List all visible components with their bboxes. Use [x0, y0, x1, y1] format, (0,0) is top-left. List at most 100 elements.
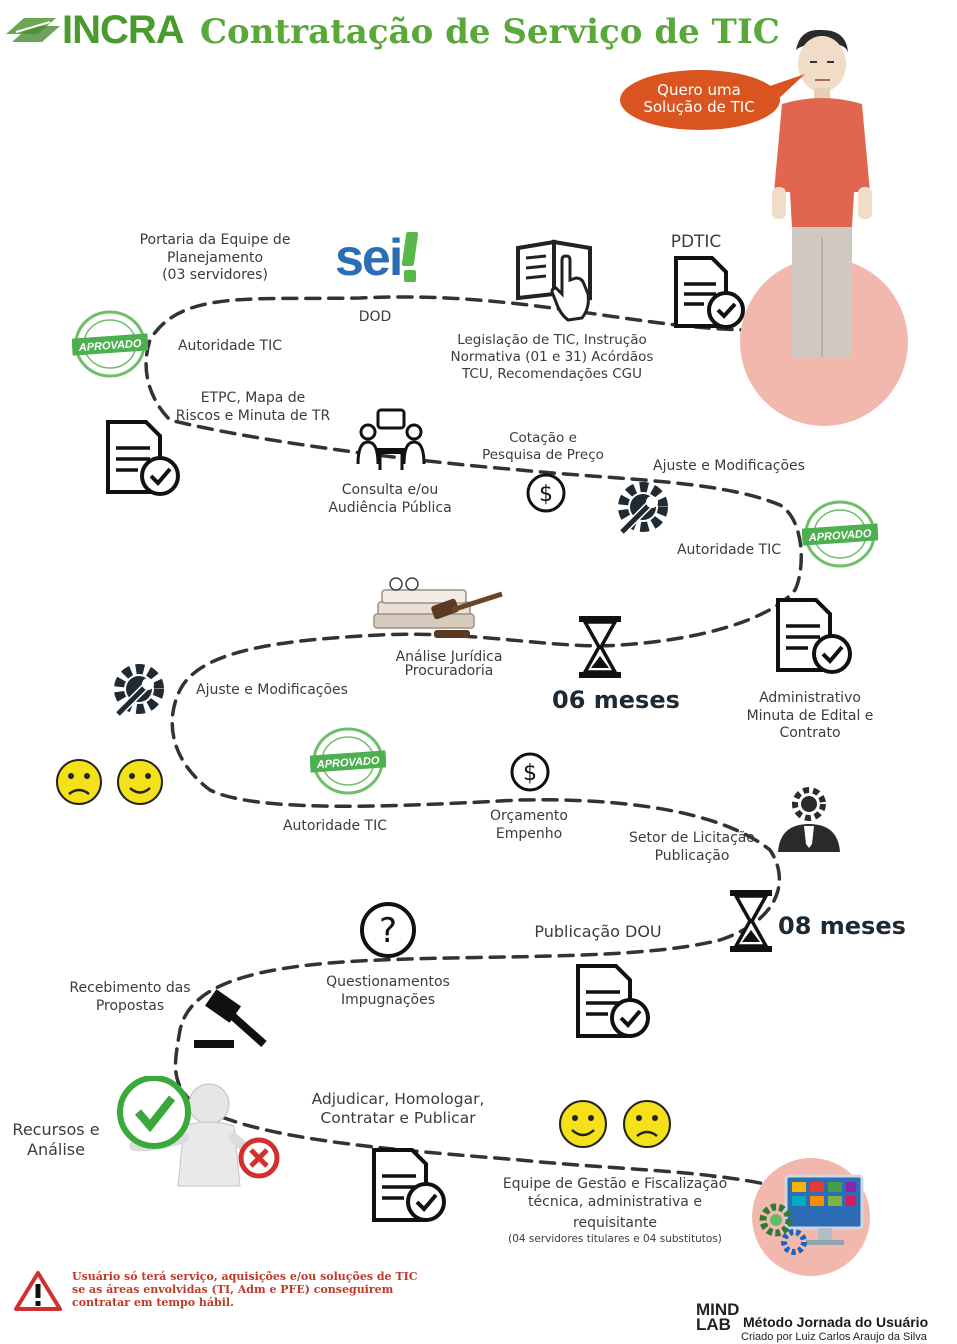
sei-logo: sei — [335, 229, 403, 287]
speech-text: Quero uma Solução de TIC — [632, 82, 766, 116]
legislacao-line-2: Normativa (01 e 31) Acórdãos — [450, 348, 654, 365]
equipe-line-3: requisitante — [573, 1215, 657, 1231]
equipe-note: (04 servidores titulares e 04 substituto… — [508, 1232, 722, 1245]
recebimento-line-1: Recebimento das — [69, 980, 191, 996]
manager-gear-icon — [778, 787, 840, 852]
label-publicacao-dou: Publicação DOU — [534, 922, 662, 941]
label-analise: Análise Jurídica Procuradoria — [378, 650, 520, 678]
dollar-icon: $ — [526, 473, 566, 513]
questionamentos-line-2: Impugnações — [340, 991, 436, 1008]
document-check-icon — [372, 1148, 446, 1222]
document-check-icon — [576, 964, 650, 1038]
portaria-line-3: (03 servidores) — [162, 267, 268, 283]
logo-text: INCRA — [62, 8, 185, 52]
question-icon: ? — [360, 902, 416, 958]
svg-text:$: $ — [539, 482, 553, 507]
credit-text: Criado por Luiz Carlos Araujo da Silva — [741, 1331, 927, 1343]
gavel-icon — [194, 989, 267, 1048]
incra-logo-icon — [6, 18, 60, 42]
smiley-sad-icon — [56, 759, 102, 805]
label-recursos: Recursos e Análise — [0, 1120, 112, 1160]
label-legislacao: Legislação de TIC, Instrução Normativa (… — [438, 332, 666, 383]
approved-stamp-icon: APROVADO — [802, 500, 878, 568]
consulta-line-1: Consulta e/ou — [341, 482, 439, 498]
sei-exclamation-dot — [404, 270, 416, 282]
computer-gear-icon — [759, 1174, 864, 1255]
label-dod: DOD — [358, 309, 392, 325]
stamp-label: APROVADO — [807, 528, 872, 544]
etpc-line-2: Riscos e Minuta de TR — [175, 407, 331, 424]
mindlab-logo: MIND LAB — [696, 1300, 740, 1334]
cotacao-line-1: Cotação e — [509, 430, 577, 446]
label-questionamentos: Questionamentos Impugnações — [312, 974, 464, 1009]
stamp-label: APROVADO — [315, 755, 380, 771]
equipe-line-1: Equipe de Gestão e Fiscalização — [502, 1176, 728, 1192]
equipe-line-2: técnica, administrativa e — [528, 1193, 702, 1210]
document-check-icon — [674, 256, 745, 329]
recebimento-line-2: Propostas — [95, 997, 165, 1014]
speech-line-2: Solução de TIC — [643, 98, 755, 116]
stamp-label: APROVADO — [77, 338, 142, 354]
questionamentos-line-1: Questionamentos — [326, 974, 450, 990]
licitacao-line-2: Publicação — [654, 847, 730, 864]
adjudicar-line-2: Contratar e Publicar — [320, 1109, 476, 1128]
administrativo-line-3: Contrato — [779, 725, 841, 741]
portaria-line-2: Planejamento — [166, 249, 264, 266]
label-recebimento: Recebimento das Propostas — [52, 980, 208, 1015]
mind-line-2: LAB — [696, 1315, 731, 1334]
label-administrativo: Administrativo Minuta de Edital e Contra… — [730, 690, 890, 743]
label-licitacao: Setor de Licitação Publicação — [616, 830, 768, 865]
label-equipe: Equipe de Gestão e Fiscalização técnica,… — [484, 1176, 746, 1246]
approved-stamp-icon: APROVADO — [310, 727, 386, 795]
speech-bubble — [620, 70, 805, 130]
label-ajuste-2: Ajuste e Modificações — [196, 682, 348, 698]
legislacao-line-1: Legislação de TIC, Instrução — [457, 332, 647, 348]
label-adjudicar: Adjudicar, Homologar, Contratar e Public… — [300, 1090, 496, 1129]
label-pdtic: PDTIC — [670, 232, 722, 252]
hourglass-icon — [579, 616, 621, 678]
label-06-meses: 06 meses — [552, 686, 680, 714]
gear-wrench-icon — [114, 664, 164, 717]
administrativo-line-2: Minuta de Edital e — [746, 707, 874, 724]
svg-text:$: $ — [523, 761, 537, 786]
orcamento-line-2: Empenho — [495, 825, 563, 842]
recursos-line-2: Análise — [27, 1140, 85, 1159]
approved-stamp-icon: APROVADO — [72, 310, 148, 378]
smiley-happy-icon — [117, 759, 163, 805]
label-autoridade-1: Autoridade TIC — [177, 338, 283, 354]
label-ajuste-1: Ajuste e Modificações — [653, 458, 805, 474]
recursos-line-1: Recursos e — [12, 1120, 100, 1139]
speech-line-1: Quero uma — [657, 81, 741, 99]
analise-line-1: Análise Jurídica — [395, 649, 503, 665]
document-check-icon — [106, 420, 180, 496]
svg-text:?: ? — [379, 911, 397, 951]
cotacao-line-2: Pesquisa de Preço — [482, 446, 604, 463]
adjudicar-line-1: Adjudicar, Homologar, — [311, 1090, 485, 1108]
dollar-icon: $ — [510, 752, 550, 792]
label-08-meses: 08 meses — [778, 912, 906, 940]
portaria-line-1: Portaria da Equipe de — [139, 232, 291, 248]
page-title: Contratação de Serviço de TIC — [200, 12, 780, 52]
warning-text: Usuário só terá serviço, aquisições e/ou… — [72, 1270, 418, 1310]
warning-icon — [14, 1271, 62, 1311]
label-cotacao: Cotação e Pesquisa de Preço — [468, 430, 618, 464]
gear-wrench-icon — [618, 482, 668, 535]
book-touch-icon — [516, 239, 592, 322]
licitacao-line-1: Setor de Licitação — [629, 830, 755, 846]
analise-line-2: Procuradoria — [404, 663, 494, 679]
label-autoridade-2: Autoridade TIC — [676, 542, 782, 558]
user-figure — [772, 29, 872, 357]
consulta-line-2: Audiência Pública — [328, 499, 452, 516]
label-autoridade-3: Autoridade TIC — [282, 818, 388, 834]
mind-line-1: MIND — [696, 1300, 740, 1319]
meeting-icon — [356, 408, 426, 470]
smiley-happy-icon — [559, 1100, 607, 1148]
label-consulta: Consulta e/ou Audiência Pública — [310, 482, 470, 517]
orcamento-line-1: Orçamento — [490, 808, 568, 824]
person-choice-icon — [117, 1076, 280, 1187]
label-etpc: ETPC, Mapa de Riscos e Minuta de TR — [160, 390, 346, 425]
hourglass-icon — [730, 890, 772, 952]
document-check-icon — [776, 598, 852, 674]
gavel-books-icon — [373, 577, 503, 638]
